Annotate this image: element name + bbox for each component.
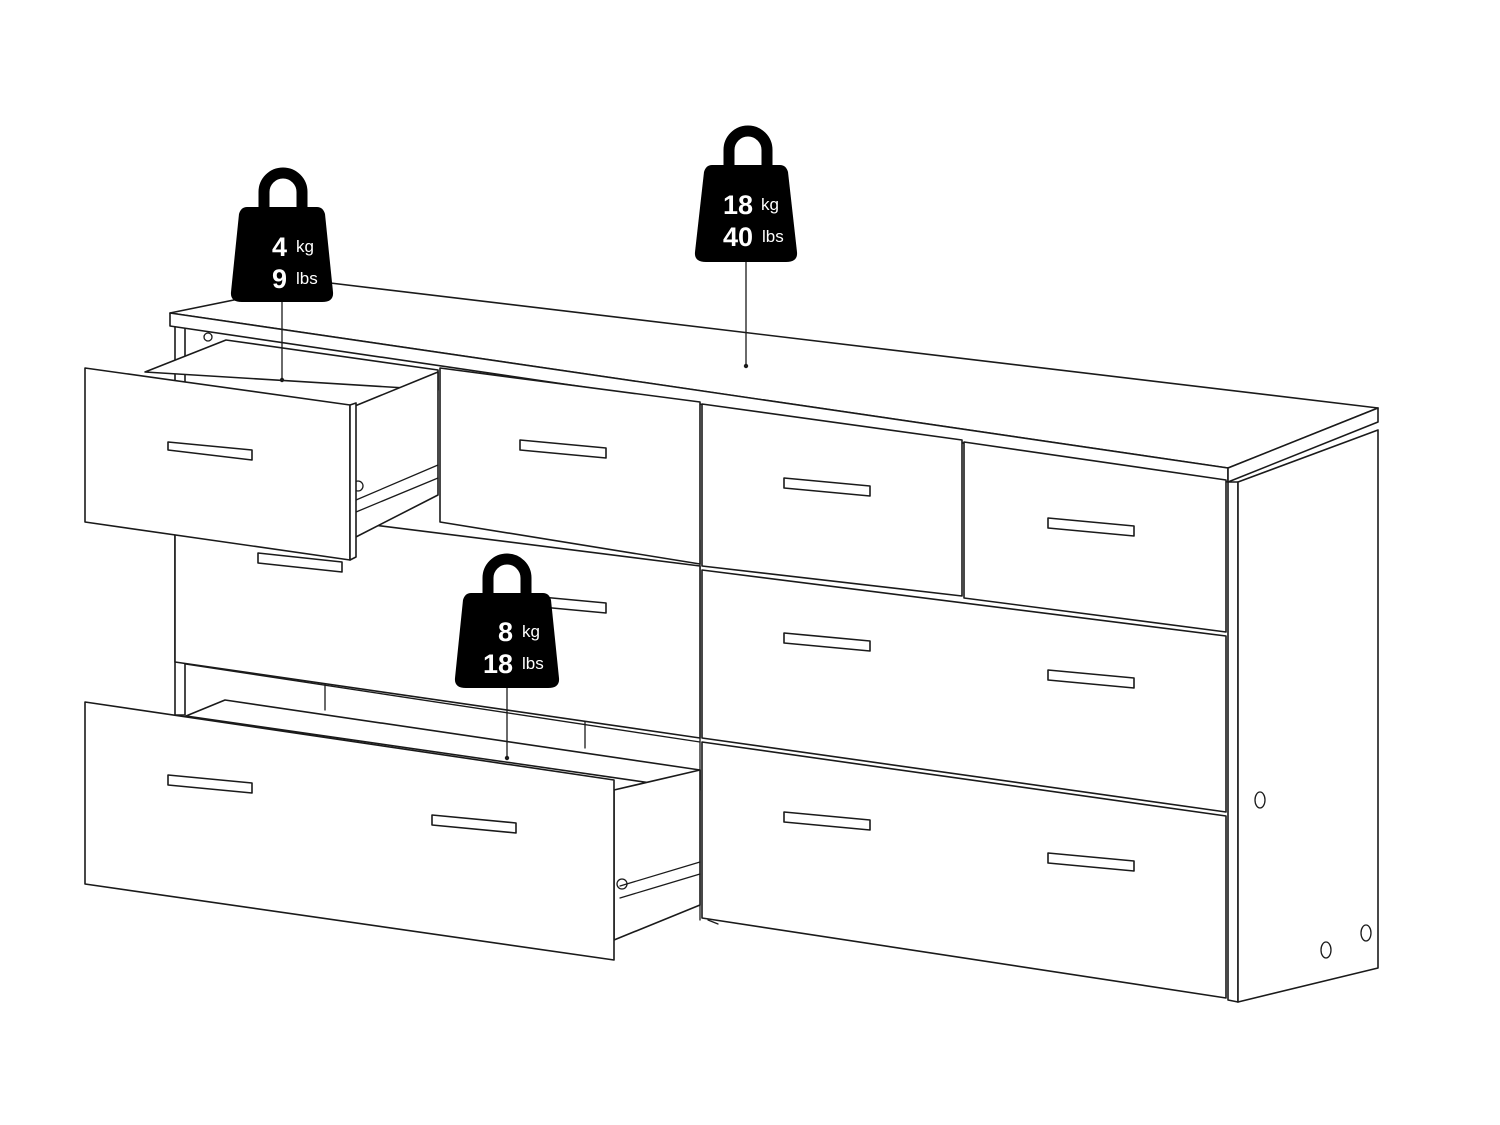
dresser-body (169, 281, 1379, 1003)
large-drawer-side (613, 769, 701, 941)
drawer-top-right-a (701, 403, 963, 597)
interior-line (184, 663, 701, 743)
small-drawer-front-edge (349, 402, 357, 561)
weight-small-unit-1: kg (296, 237, 314, 256)
handle-small-open (167, 441, 253, 461)
leader-small-dot (279, 377, 285, 383)
hinge-dot (203, 332, 213, 342)
weight-top-value-2: 40 (723, 222, 753, 252)
side-hole-upper (1254, 791, 1266, 809)
handle-top-left-b (519, 439, 607, 459)
weight-small-value-2: 9 (272, 264, 287, 294)
weight-top-unit-2: lbs (762, 227, 784, 246)
weight-small-value-1: 4 (272, 232, 287, 262)
handle-top-right-a (783, 477, 871, 497)
weight-large-unit-1: kg (522, 622, 540, 641)
small-drawer-interior (144, 339, 439, 391)
weight-icon (258, 167, 308, 210)
top-side-edge (1227, 407, 1379, 483)
right-side-panel (1237, 429, 1379, 1003)
right-drawers (701, 403, 1227, 999)
drawer-middle-right (701, 569, 1227, 813)
weight-top: 18 kg 40 lbs (694, 125, 798, 262)
large-drawer-front (84, 701, 615, 961)
handle-middle-right-1 (783, 632, 871, 652)
small-drawer-side (349, 371, 439, 541)
weight-large-value-1: 8 (498, 617, 513, 647)
small-drawer-front (84, 367, 351, 561)
large-drawer-roller (616, 878, 628, 890)
weight-large-drawer: 8 kg 18 lbs (454, 553, 560, 688)
small-drawer-rail (355, 464, 439, 501)
handle-bottom-right-2 (1047, 852, 1135, 872)
weight-top-value-1: 18 (723, 190, 753, 220)
open-small-drawer (84, 332, 439, 561)
drawer-handles (167, 439, 1135, 872)
foot-mark (707, 919, 719, 925)
weight-top-body (694, 165, 798, 262)
handle-middle-left-1 (257, 552, 343, 573)
small-drawer-rail-2 (355, 477, 439, 513)
handle-large-open-1 (167, 774, 253, 794)
weight-large-body (454, 593, 560, 688)
weight-top-unit-1: kg (761, 195, 779, 214)
side-hole-lower-right (1360, 924, 1372, 942)
weight-small-unit-2: lbs (296, 269, 318, 288)
leader-large-dot (504, 755, 510, 761)
weight-icon (723, 125, 773, 168)
weight-small-drawer: 4 kg 9 lbs (230, 167, 334, 302)
large-drawer-rail-2 (619, 873, 701, 899)
drawer-top-right-b (963, 441, 1227, 633)
side-hole-lower-left (1320, 941, 1332, 959)
weight-icon (482, 553, 532, 596)
handle-large-open-2 (431, 814, 517, 834)
open-large-drawer (84, 699, 701, 961)
right-side-edge (1227, 481, 1239, 1003)
leader-lines (279, 257, 749, 761)
handle-middle-right-2 (1047, 669, 1135, 689)
weight-large-value-2: 18 (483, 649, 513, 679)
large-drawer-rail (619, 861, 701, 887)
weight-small-body (230, 207, 334, 302)
leader-top-dot (743, 363, 749, 369)
handle-bottom-right-1 (783, 811, 871, 831)
handle-top-right-b (1047, 517, 1135, 537)
weight-large-unit-2: lbs (522, 654, 544, 673)
drawer-top-left-b (439, 367, 701, 565)
drawer-bottom-right (701, 741, 1227, 999)
